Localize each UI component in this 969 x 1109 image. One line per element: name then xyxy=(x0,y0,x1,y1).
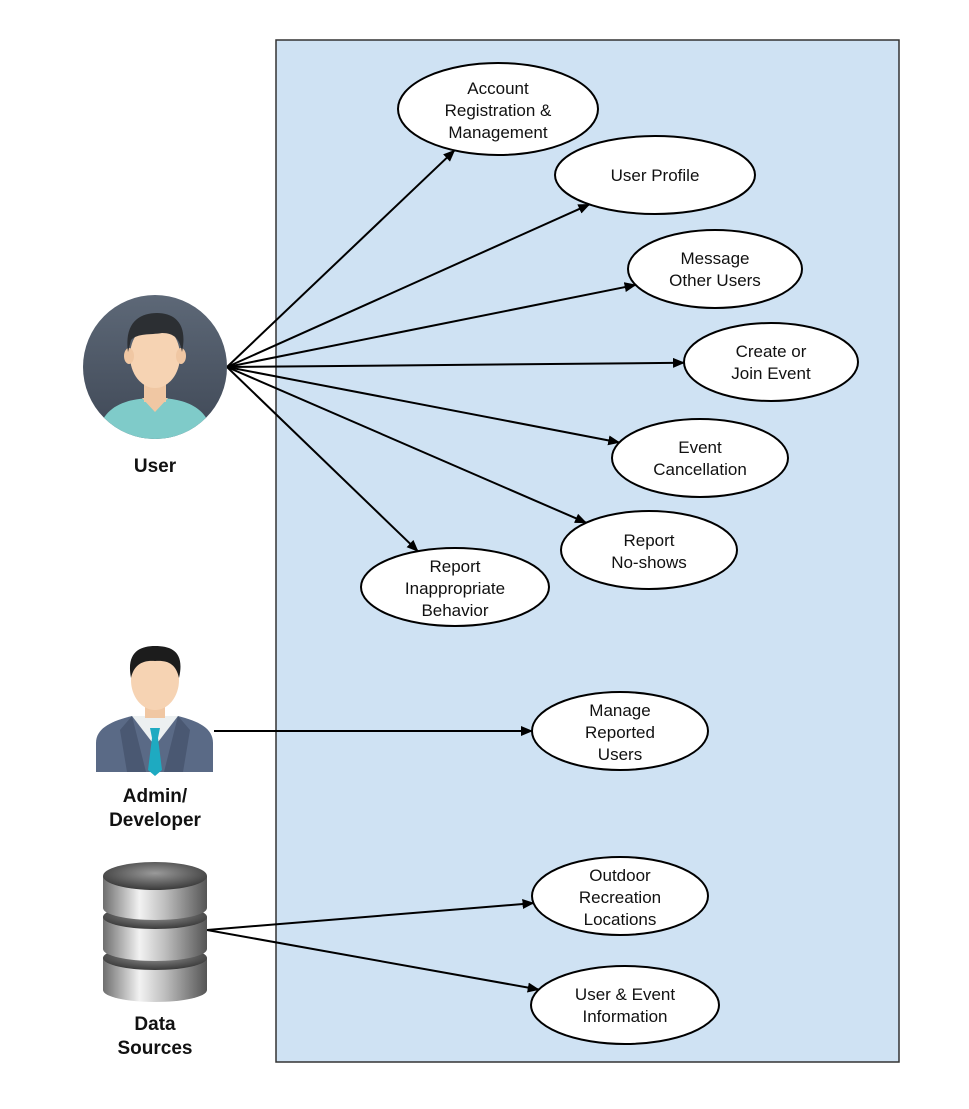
use-case-label: Behavior xyxy=(421,601,488,620)
use-case-manage-reported-users[interactable]: Manage Reported Users xyxy=(531,691,709,771)
actor-admin-developer[interactable]: Admin/ Developer xyxy=(96,646,213,831)
use-cases: Account Registration & Management User P… xyxy=(360,62,859,1045)
association-lines xyxy=(206,149,686,993)
use-case-label: Message xyxy=(681,249,750,268)
use-case-label: Cancellation xyxy=(653,460,747,479)
use-case-label: Registration & xyxy=(445,101,552,120)
use-case-label: Report xyxy=(623,531,674,550)
association-arrow-user-to-event_cancellation xyxy=(226,366,621,446)
use-case-report-no-shows[interactable]: Report No-shows xyxy=(560,510,738,590)
association-arrow-user-to-message_other_users xyxy=(226,282,637,368)
use-case-label: Join Event xyxy=(731,364,811,383)
actor-label: Admin/ xyxy=(123,786,188,807)
use-case-create-join-event[interactable]: Create or Join Event xyxy=(683,322,859,402)
use-case-label: Report xyxy=(429,557,480,576)
association-arrow-user-to-user_profile xyxy=(226,203,591,368)
association-arrow-data_sources-to-user_event_information xyxy=(206,929,540,993)
use-case-label: User Profile xyxy=(611,166,700,185)
use-case-label: Management xyxy=(448,123,548,142)
actor-label: User xyxy=(134,456,177,477)
use-case-outdoor-recreation-locations[interactable]: Outdoor Recreation Locations xyxy=(531,856,709,936)
actor-user[interactable]: User xyxy=(83,295,227,477)
database-icon xyxy=(103,862,207,1002)
use-case-label: User & Event xyxy=(575,985,675,1004)
use-case-report-inappropriate-behavior[interactable]: Report Inappropriate Behavior xyxy=(360,547,550,627)
use-case-event-cancellation[interactable]: Event Cancellation xyxy=(611,418,789,498)
actor-data-sources[interactable]: Data Sources xyxy=(103,862,207,1059)
use-case-label: Information xyxy=(582,1007,667,1026)
use-case-label: Reported xyxy=(585,723,655,742)
use-case-label: Recreation xyxy=(579,888,661,907)
association-arrow-data_sources-to-outdoor_recreation xyxy=(206,899,535,931)
use-case-label: Manage xyxy=(589,701,650,720)
use-case-label: Users xyxy=(598,745,642,764)
use-case-label: Create or xyxy=(736,342,807,361)
actor-label: Data xyxy=(134,1014,176,1035)
use-case-label: Account xyxy=(467,79,529,98)
admin-businessman-icon xyxy=(96,646,213,776)
association-arrow-user-to-account_registration xyxy=(226,149,456,368)
association-arrow-user-to-report_inappropriate xyxy=(226,366,419,552)
use-case-label: Other Users xyxy=(669,271,761,290)
association-arrow-user-to-create_join_event xyxy=(226,357,686,368)
association-arrow-user-to-report_no_shows xyxy=(226,366,588,524)
use-case-label: Inappropriate xyxy=(405,579,505,598)
use-case-user-profile[interactable]: User Profile xyxy=(554,135,756,215)
use-case-label: Outdoor xyxy=(589,866,651,885)
use-case-label: Event xyxy=(678,438,722,457)
use-case-account-registration[interactable]: Account Registration & Management xyxy=(397,62,599,156)
use-case-label: Locations xyxy=(584,910,657,929)
use-case-user-event-information[interactable]: User & Event Information xyxy=(530,965,720,1045)
actor-label: Sources xyxy=(118,1038,193,1059)
user-avatar-icon xyxy=(83,295,227,439)
actor-label: Developer xyxy=(109,810,201,831)
use-case-label: No-shows xyxy=(611,553,687,572)
use-case-message-other-users[interactable]: Message Other Users xyxy=(627,229,803,309)
